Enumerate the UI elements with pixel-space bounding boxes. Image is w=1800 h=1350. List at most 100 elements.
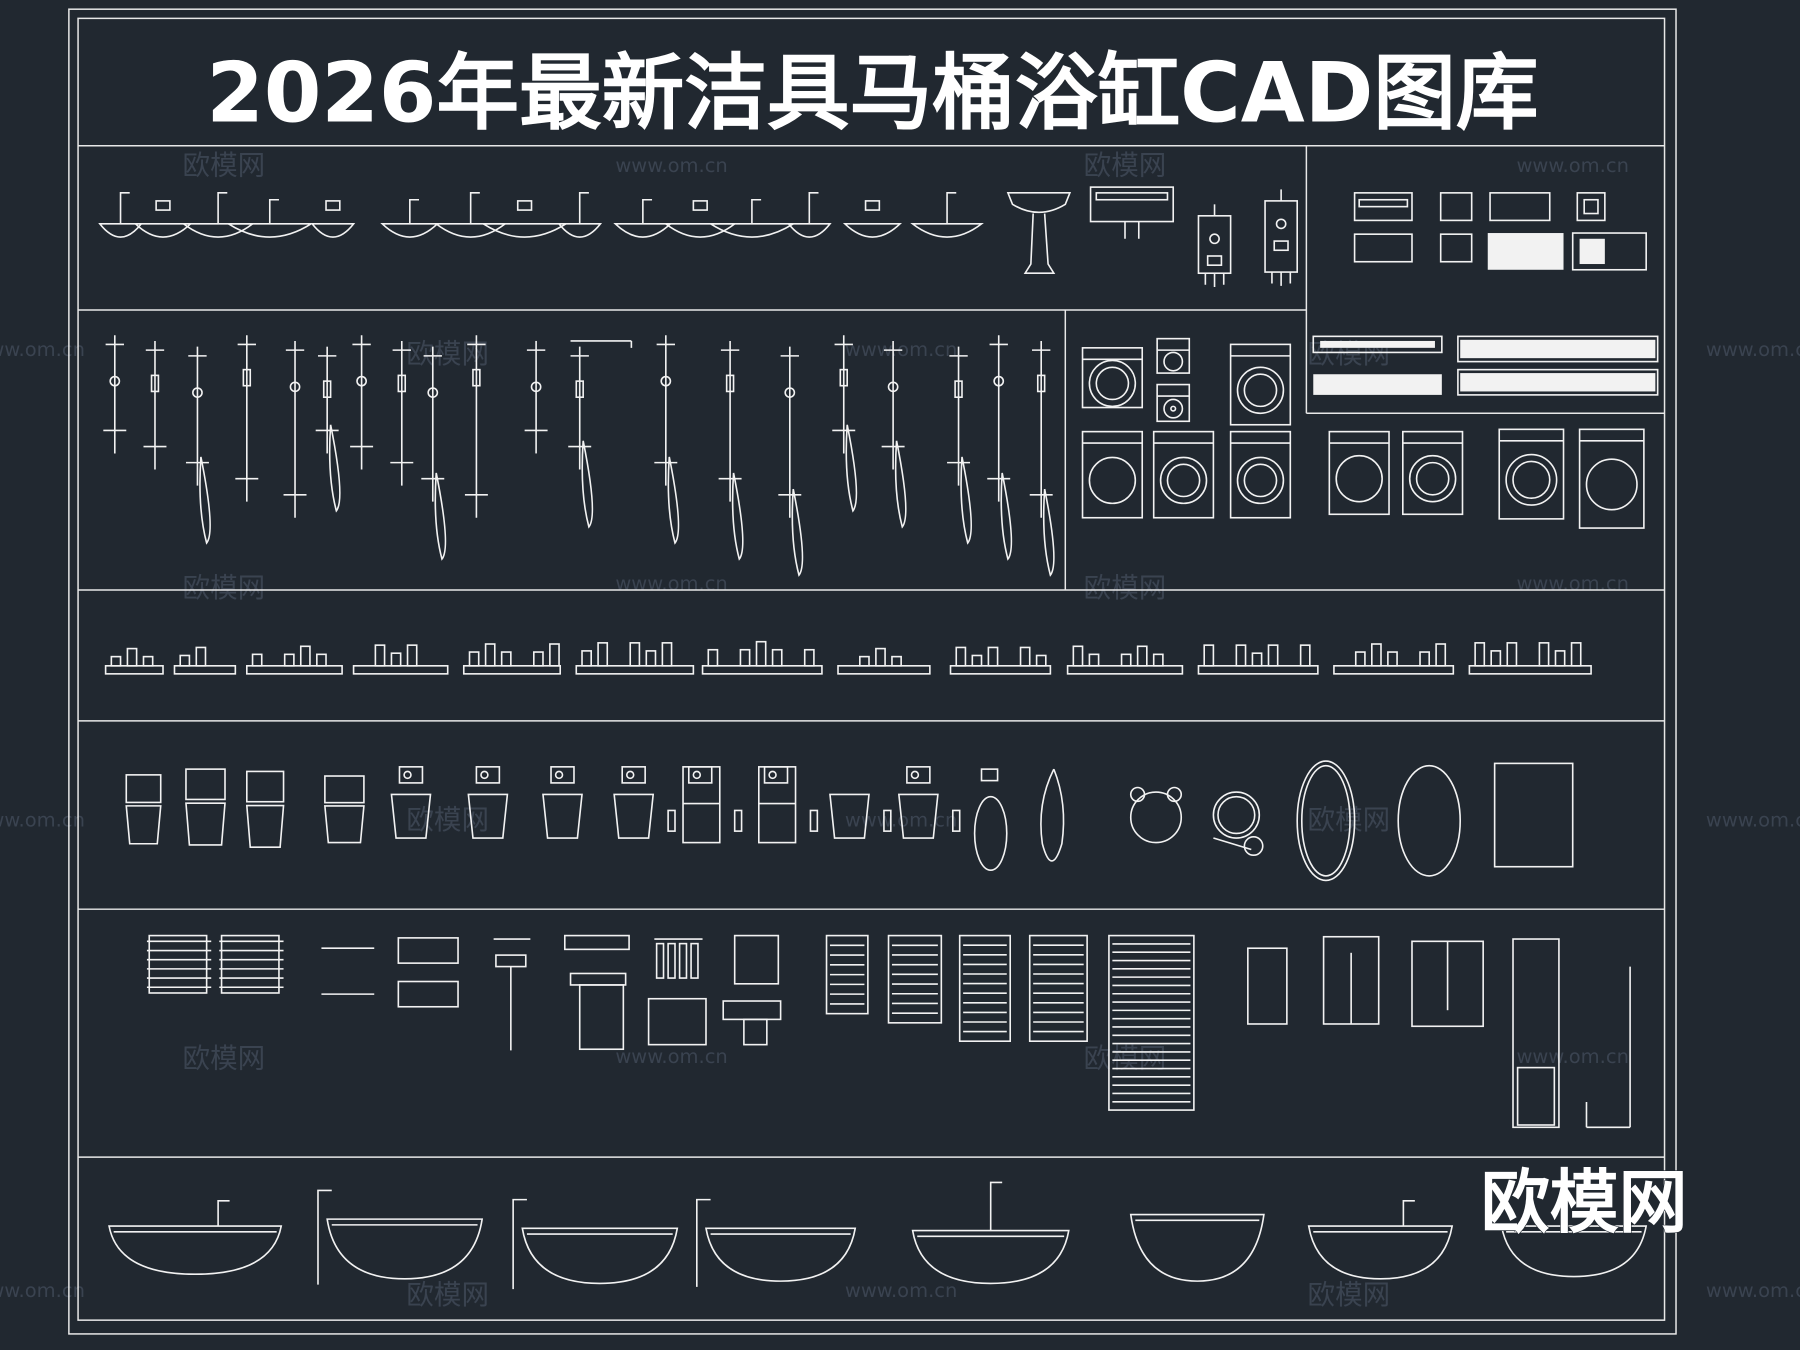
outline <box>642 198 653 224</box>
outline <box>549 643 560 667</box>
outline <box>1095 192 1169 201</box>
outline <box>1203 644 1215 667</box>
watermark-text: 欧模网 <box>1084 1043 1167 1075</box>
outline <box>1387 651 1398 667</box>
outline <box>1120 653 1132 667</box>
outline <box>324 775 365 804</box>
outline <box>1457 368 1659 396</box>
bathroom-shelf-block <box>462 643 562 675</box>
outline <box>1457 335 1659 363</box>
bathroom-shelf-block <box>1066 645 1184 675</box>
outline <box>1152 430 1215 519</box>
washing-machine-block <box>1328 430 1390 516</box>
outline <box>1296 760 1356 882</box>
gas-heater-block <box>1197 204 1232 287</box>
outline <box>462 665 562 675</box>
shower-set-block <box>143 340 167 470</box>
outline <box>960 456 973 545</box>
outline <box>1040 768 1065 862</box>
outline <box>1213 837 1252 851</box>
outline <box>1512 938 1560 1129</box>
outline <box>1236 456 1285 505</box>
outline <box>1042 488 1055 577</box>
heated-rail-block <box>146 934 284 994</box>
outline <box>316 653 327 667</box>
watermark-url: www.om.cn <box>1706 338 1800 361</box>
outline <box>1243 836 1264 857</box>
outline <box>1328 430 1390 516</box>
outline <box>1335 454 1383 503</box>
watermark-text: 欧模网 <box>406 804 489 836</box>
outline <box>613 793 655 839</box>
outline <box>1353 233 1413 263</box>
outline <box>427 387 439 398</box>
outline <box>398 766 424 784</box>
outline <box>173 665 237 675</box>
outline <box>472 368 481 387</box>
watermark-text: 欧模网 <box>183 572 266 604</box>
towel-hanger-block <box>493 938 531 1051</box>
outline <box>1320 340 1435 348</box>
outline <box>784 387 796 398</box>
outline <box>1124 221 1140 239</box>
washing-machine-block <box>1578 428 1645 529</box>
gas-heater-block <box>1264 189 1298 286</box>
shower-set-block <box>103 335 127 454</box>
bathtub-block <box>696 1198 857 1287</box>
outline <box>973 795 1008 871</box>
outline <box>1271 272 1292 286</box>
outline <box>722 1000 782 1021</box>
outline <box>1273 240 1289 252</box>
watermark-text: 欧模网 <box>183 149 266 181</box>
outline <box>1206 255 1223 266</box>
outline <box>667 809 676 832</box>
outline <box>1554 650 1566 667</box>
outline <box>1264 200 1298 273</box>
watermark-text: 欧模网 <box>1308 1279 1391 1311</box>
bathroom-shelf-block <box>575 642 695 675</box>
outline <box>1516 1066 1556 1126</box>
outline <box>390 652 402 667</box>
outline <box>1500 1225 1648 1278</box>
outline <box>682 766 721 844</box>
shower-set-block <box>283 340 307 518</box>
outline <box>1353 192 1413 222</box>
outline <box>733 934 780 985</box>
outline <box>1576 192 1606 222</box>
shower-set-block <box>832 335 858 513</box>
outline <box>1212 791 1261 839</box>
ladder-radiator-block <box>887 934 943 1024</box>
outline <box>217 192 228 224</box>
outline <box>225 223 314 238</box>
outline <box>578 192 589 224</box>
outline <box>839 368 848 387</box>
outline <box>768 770 777 780</box>
watermark-text: 欧模网 <box>1084 572 1167 604</box>
outline <box>1108 934 1195 1111</box>
outline <box>725 374 735 393</box>
basin-block <box>613 198 673 238</box>
outline <box>1489 192 1551 222</box>
outline <box>1505 453 1558 506</box>
bathroom-shelf-block <box>701 640 823 675</box>
outline <box>647 997 707 1046</box>
outline <box>1095 366 1130 401</box>
rect-mirror-block <box>1493 762 1574 868</box>
outline <box>837 665 931 675</box>
washing-machine-block <box>1402 430 1464 516</box>
outline <box>1156 337 1191 374</box>
outline <box>1247 947 1288 1025</box>
outline <box>1460 339 1656 359</box>
outline <box>803 648 815 667</box>
washing-machine-block <box>1498 428 1565 520</box>
outline <box>475 766 501 784</box>
drawing-frame <box>68 8 1677 1335</box>
outline <box>542 793 583 839</box>
outline <box>1498 428 1565 520</box>
outline <box>246 770 285 803</box>
outline <box>110 655 122 667</box>
outline <box>1028 934 1088 1043</box>
bathtub-block <box>911 1181 1070 1285</box>
outline <box>480 223 569 238</box>
shower-set-block <box>235 335 259 502</box>
